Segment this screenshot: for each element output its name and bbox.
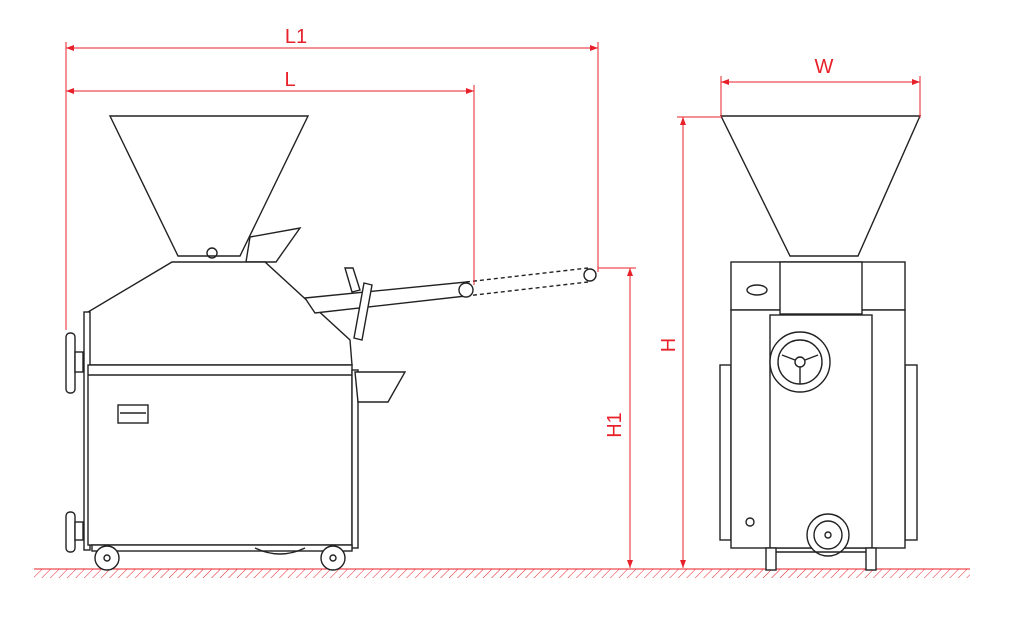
label-l1: L1 xyxy=(285,26,307,48)
label-h1: H1 xyxy=(604,412,626,438)
conveyor-arm xyxy=(344,267,361,293)
label-w: W xyxy=(815,56,834,78)
conveyor-roller-extended xyxy=(583,268,597,282)
label-l: L xyxy=(284,69,295,91)
side-cabinet xyxy=(87,364,353,546)
ground-hatch xyxy=(34,568,970,578)
conveyor-roller xyxy=(458,282,474,298)
front-wheel xyxy=(806,513,850,557)
lifting-eye xyxy=(206,247,218,259)
side-hopper xyxy=(108,115,310,257)
dimension-w: W xyxy=(720,56,921,118)
front-view xyxy=(719,115,922,571)
dimension-l1: L1 xyxy=(65,26,599,330)
conveyor-adjuster xyxy=(353,282,373,341)
conveyor xyxy=(303,281,467,314)
side-upper-housing xyxy=(87,261,353,366)
dimension-h: H xyxy=(658,116,720,568)
discharge-tray xyxy=(354,371,407,403)
handwheel-lower xyxy=(65,511,76,553)
handwheel-upper xyxy=(65,332,76,394)
knob xyxy=(746,284,768,296)
label-h: H xyxy=(658,338,680,352)
front-hopper xyxy=(719,115,922,257)
dimension-l: L xyxy=(66,69,475,285)
front-handwheel xyxy=(769,331,831,393)
control-panel xyxy=(117,404,149,424)
dimension-h1: H1 xyxy=(598,267,636,568)
side-view xyxy=(65,115,597,571)
side-flour-chute xyxy=(245,227,302,263)
wheel-front xyxy=(94,545,120,571)
wheel-rear xyxy=(320,545,346,571)
